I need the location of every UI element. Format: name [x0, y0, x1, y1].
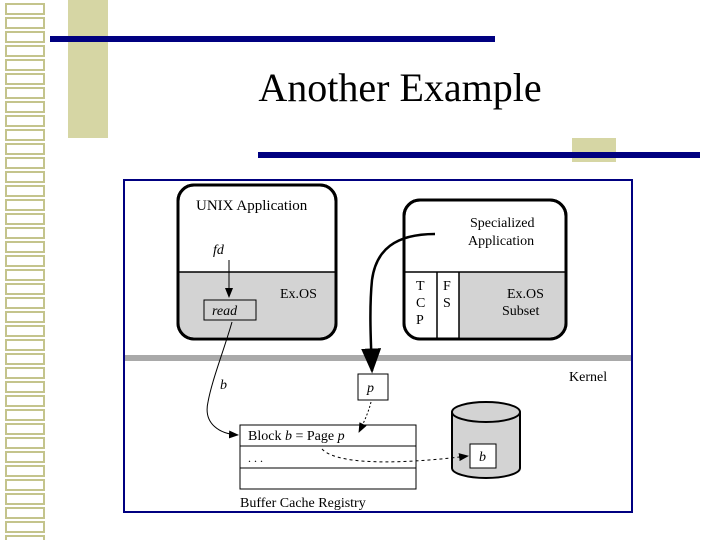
- stripe: [5, 451, 45, 463]
- stripe: [5, 45, 45, 57]
- stripe: [5, 269, 45, 281]
- stripe: [5, 339, 45, 351]
- specialized-label-line1: Specialized: [470, 216, 535, 231]
- stripe: [5, 395, 45, 407]
- decorative-square-top: [68, 0, 108, 138]
- stripe: [5, 59, 45, 71]
- stripe: [5, 325, 45, 337]
- read-box: [203, 299, 257, 321]
- kernel-b-label: b: [220, 378, 227, 393]
- unix-exos-label: Ex.OS: [280, 287, 317, 302]
- tcp-letter-t: T: [416, 279, 425, 294]
- stripe: [5, 17, 45, 29]
- fd-label: fd: [213, 243, 225, 258]
- table-row-page-text: = Page: [292, 429, 338, 444]
- stripe: [5, 521, 45, 533]
- stripe: [5, 157, 45, 169]
- spec-exos-subset-label: Subset: [502, 304, 539, 319]
- spec-exos-label: Ex.OS: [507, 287, 544, 302]
- stripe: [5, 409, 45, 421]
- p-to-table-arrow: [358, 401, 372, 433]
- stripe: [5, 283, 45, 295]
- tcp-letter-c: C: [416, 296, 425, 311]
- stripe: [5, 227, 45, 239]
- title-bar-bottom: [258, 152, 700, 158]
- stripe: [5, 381, 45, 393]
- slide-title: Another Example: [258, 65, 542, 110]
- stripe: [5, 31, 45, 43]
- decorative-stripes: [5, 3, 45, 540]
- read-label: read: [212, 304, 238, 319]
- buffer-cache-table: [239, 424, 417, 490]
- stripe: [5, 507, 45, 519]
- specialized-application-box: [402, 198, 568, 341]
- stripe: [5, 143, 45, 155]
- stripe: [5, 87, 45, 99]
- stripe: [5, 101, 45, 113]
- app-to-p-arrow: [361, 232, 436, 374]
- stripe: [5, 297, 45, 309]
- p-box: [357, 373, 389, 401]
- kernel-boundary-line: [125, 355, 631, 361]
- stripe: [5, 3, 45, 15]
- table-row-block-text: Block: [248, 429, 285, 444]
- stripe: [5, 493, 45, 505]
- table-row-block-b: b: [285, 429, 292, 444]
- stripe: [5, 73, 45, 85]
- stripe: [5, 465, 45, 477]
- table-row-ellipsis: . . .: [248, 451, 263, 465]
- stripe: [5, 423, 45, 435]
- title-bar-top: [50, 36, 495, 42]
- buffer-cache-registry-label: Buffer Cache Registry: [240, 496, 366, 511]
- stripe: [5, 171, 45, 183]
- stripe: [5, 129, 45, 141]
- tcp-letter-p: P: [416, 313, 424, 328]
- stripe: [5, 353, 45, 365]
- stripe: [5, 311, 45, 323]
- table-row-page-p: p: [337, 429, 345, 444]
- unix-application-title: UNIX Application: [196, 198, 308, 214]
- read-to-table-arrow: [206, 321, 239, 439]
- decorative-square-bottom: [572, 138, 616, 162]
- stripe: [5, 367, 45, 379]
- kernel-label: Kernel: [569, 370, 607, 385]
- stripe: [5, 199, 45, 211]
- stripe: [5, 241, 45, 253]
- fs-letter-f: F: [443, 279, 451, 294]
- stripe: [5, 255, 45, 267]
- disk-b-label: b: [479, 450, 486, 465]
- stripe: [5, 115, 45, 127]
- specialized-label-line2: Application: [468, 234, 534, 249]
- stripe: [5, 437, 45, 449]
- stripe: [5, 213, 45, 225]
- stripe: [5, 535, 45, 540]
- fs-letter-s: S: [443, 296, 451, 311]
- stripe: [5, 185, 45, 197]
- stripe: [5, 479, 45, 491]
- p-label: p: [366, 381, 374, 396]
- disk-b-box: [469, 443, 497, 469]
- table-row-block-page: Block b = Page p: [248, 429, 345, 444]
